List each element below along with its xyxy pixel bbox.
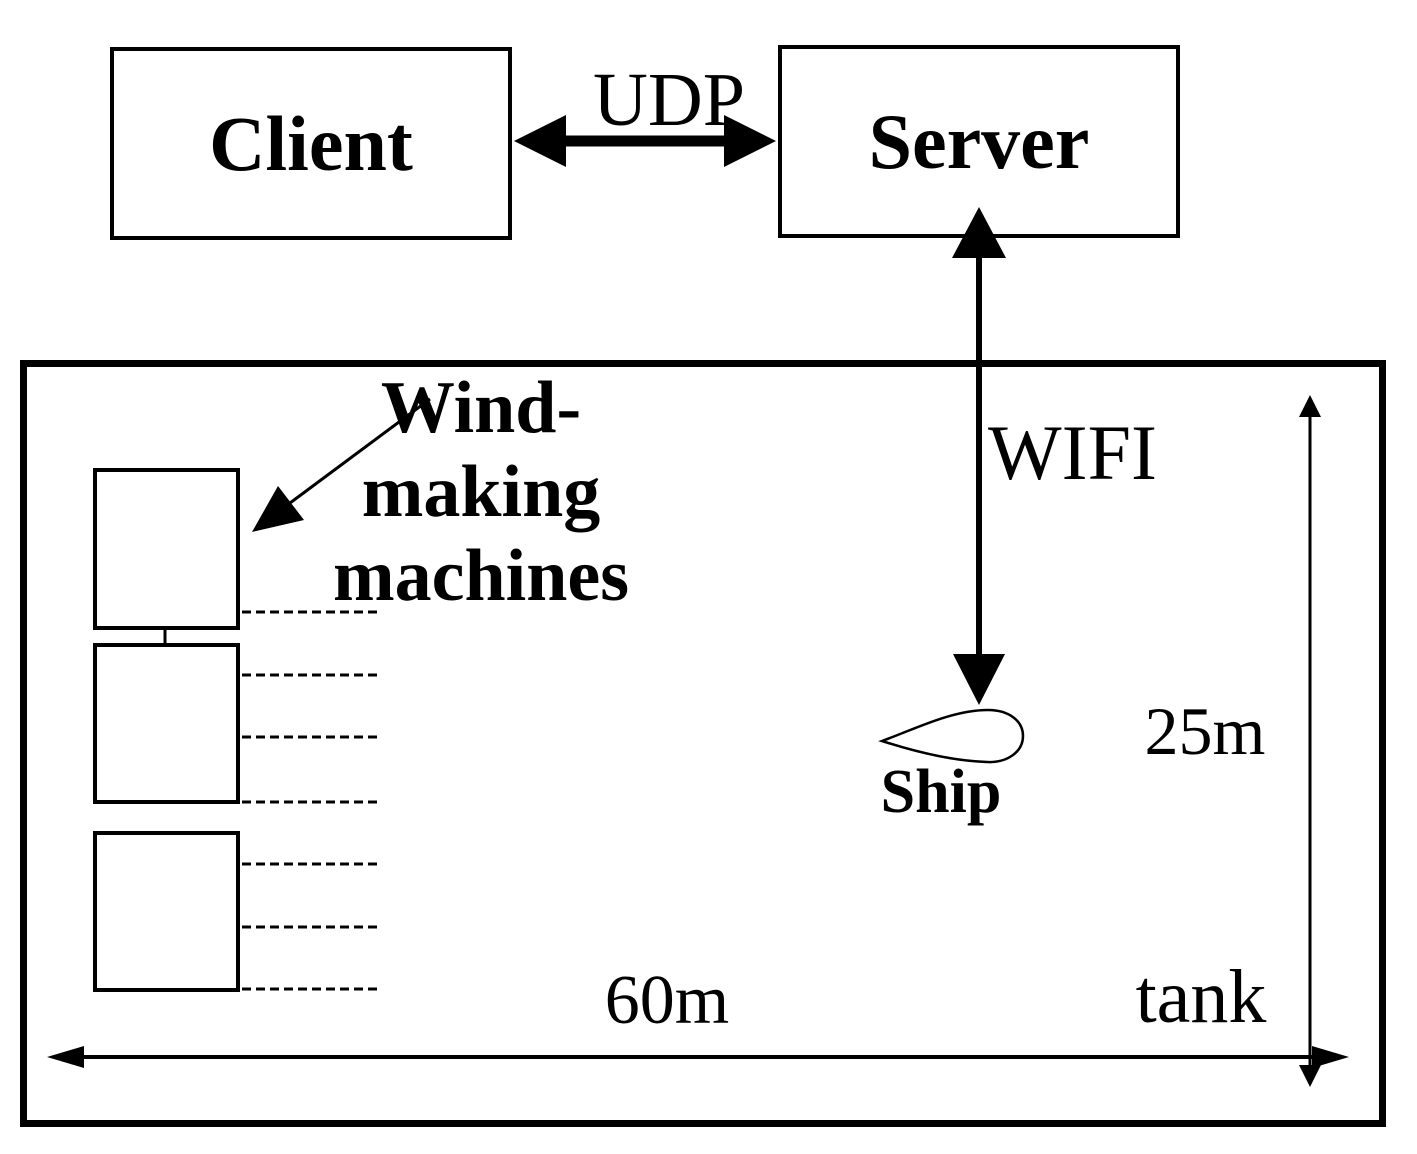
server-node: Server — [778, 45, 1180, 238]
wind-making-machine-3 — [93, 831, 240, 992]
wind-making-machine-1 — [93, 468, 240, 630]
tank-label: tank — [1135, 955, 1267, 1039]
tank-region — [20, 360, 1386, 1127]
ship-label: Ship — [880, 758, 1002, 826]
server-label: Server — [868, 97, 1090, 185]
wifi-link-label: WIFI — [988, 409, 1157, 496]
height-dimension-label: 25m — [1144, 693, 1266, 769]
wind-making-machine-2 — [93, 643, 240, 804]
wind-machines-label: Wind- making machines — [291, 366, 671, 618]
udp-link-label: UDP — [593, 58, 746, 142]
wind-machines-label-line3: machines — [333, 535, 629, 617]
client-label: Client — [209, 99, 413, 187]
wind-machines-label-line1: Wind- — [380, 367, 582, 449]
width-dimension-label: 60m — [604, 962, 730, 1039]
client-node: Client — [110, 47, 512, 240]
wind-machines-label-line2: making — [361, 451, 601, 533]
